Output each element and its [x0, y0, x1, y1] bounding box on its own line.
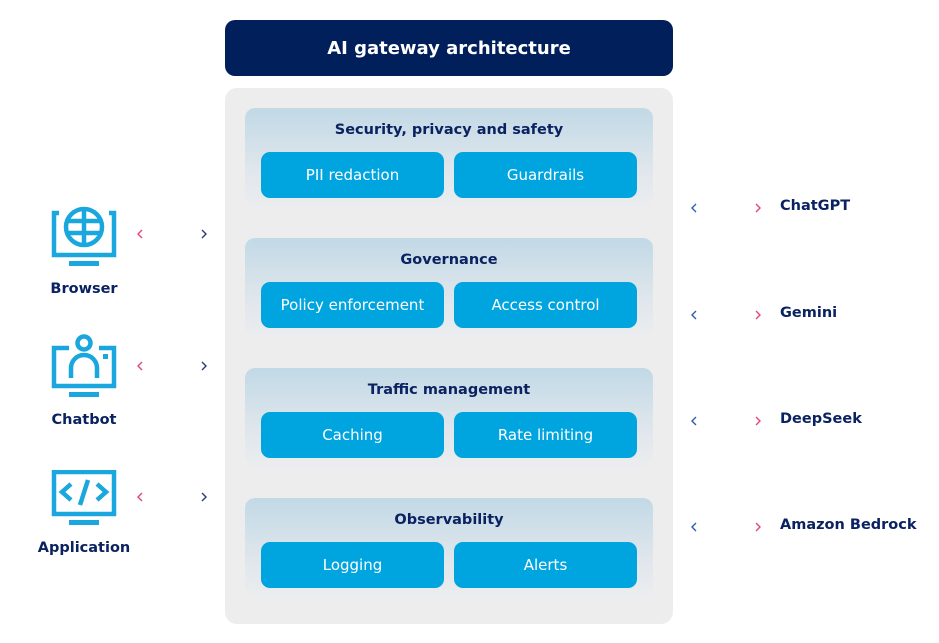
globe-monitor-icon — [51, 206, 117, 266]
chip-guardrails: Guardrails — [454, 152, 637, 198]
chip-policy-enforcement: Policy enforcement — [261, 282, 444, 328]
chip-pii-redaction: PII redaction — [261, 152, 444, 198]
bidirectional-arrow-icon — [691, 310, 761, 320]
person-monitor-icon — [51, 334, 117, 397]
client-label: Application — [37, 540, 131, 556]
chip-caching: Caching — [261, 412, 444, 458]
provider-chatgpt: ChatGPT — [780, 198, 851, 214]
chip-alerts: Alerts — [454, 542, 637, 588]
provider-deepseek: DeepSeek — [780, 411, 862, 427]
code-monitor-icon — [51, 470, 117, 525]
bidirectional-arrow-icon — [691, 522, 761, 532]
bidirectional-arrow-icon — [691, 416, 761, 426]
client-browser: Browser — [30, 205, 138, 297]
layer-title: Governance — [400, 252, 498, 268]
layer-security: Security, privacy and safety PII redacti… — [245, 108, 653, 208]
diagram-title: AI gateway architecture — [225, 20, 673, 76]
bidirectional-arrow-icon — [691, 203, 761, 213]
chip-logging: Logging — [261, 542, 444, 588]
layer-governance: Governance Policy enforcement Access con… — [245, 238, 653, 338]
client-application: Application — [30, 470, 138, 556]
gateway-panel: Security, privacy and safety PII redacti… — [225, 88, 673, 624]
layer-title: Observability — [394, 512, 504, 528]
chip-access-control: Access control — [454, 282, 637, 328]
client-label: Browser — [50, 281, 118, 297]
client-label: Chatbot — [51, 412, 117, 428]
client-chatbot: Chatbot — [30, 334, 138, 428]
provider-gemini: Gemini — [780, 305, 838, 321]
layer-title: Security, privacy and safety — [334, 122, 564, 138]
bidirectional-arrow-icon — [137, 492, 207, 502]
layer-traffic-management: Traffic management Caching Rate limiting — [245, 368, 653, 468]
chip-rate-limiting: Rate limiting — [454, 412, 637, 458]
bidirectional-arrow-icon — [137, 229, 207, 239]
layer-observability: Observability Logging Alerts — [245, 498, 653, 598]
bidirectional-arrow-icon — [137, 361, 207, 371]
layer-title: Traffic management — [367, 382, 531, 398]
provider-amazon-bedrock: Amazon Bedrock — [780, 517, 917, 533]
